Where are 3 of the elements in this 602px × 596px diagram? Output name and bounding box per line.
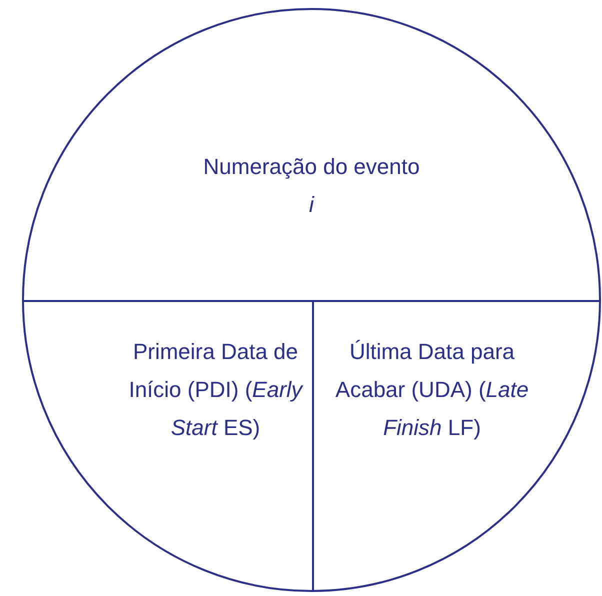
section-label: Última Data para Acabar (UDA) (Late Finish LF): [334, 338, 530, 442]
section-label: Primeira Data de Início (PDI) (Early Start ES): [128, 338, 304, 442]
section-label: Numeração do evento i: [202, 153, 421, 219]
